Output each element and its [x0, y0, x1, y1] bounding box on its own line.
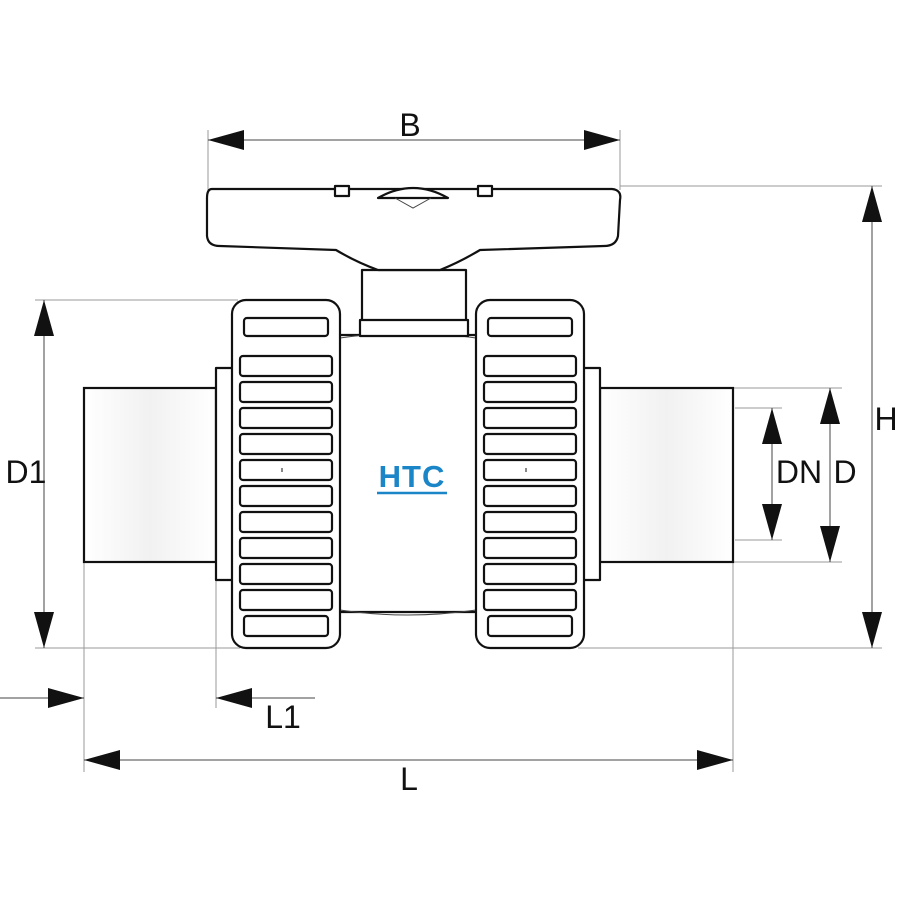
nut-rib [482, 406, 578, 430]
nut-rib [482, 458, 578, 482]
dimension-L1: L1 [0, 688, 315, 735]
nut-rib [482, 354, 578, 378]
label-H: H [874, 401, 897, 437]
dimension-D1: D1 [6, 300, 54, 648]
nut-rib [238, 432, 334, 456]
label-DN: DN [776, 454, 822, 490]
nut-rib [482, 380, 578, 404]
right-pipe-end [576, 366, 735, 582]
nut-rib [238, 458, 334, 482]
nut-rib [238, 536, 334, 560]
left-pipe-end [82, 366, 240, 582]
label-L: L [400, 761, 418, 797]
nut-rib [238, 406, 334, 430]
dimension-H: H [862, 186, 898, 648]
nut-rib [482, 562, 578, 586]
dimension-B: B [208, 107, 620, 150]
brand-logo: HTC [377, 459, 447, 495]
left-union-nut [230, 298, 342, 650]
valve-stem [358, 268, 470, 338]
brand-text: HTC [379, 459, 446, 494]
label-B: B [399, 107, 420, 143]
dimension-DN: DN [762, 408, 822, 540]
nut-rib [482, 484, 578, 508]
extension-lines [35, 130, 882, 772]
nut-rib [482, 432, 578, 456]
nut-rib [486, 316, 574, 338]
nut-rib [238, 510, 334, 534]
dimension-D: D [820, 388, 857, 562]
nut-rib [238, 354, 334, 378]
nut-rib [238, 380, 334, 404]
nut-rib [238, 562, 334, 586]
nut-rib [242, 614, 330, 638]
nut-rib [238, 588, 334, 612]
label-L1: L1 [265, 699, 301, 735]
right-union-nut [474, 298, 586, 650]
nut-rib [482, 536, 578, 560]
nut-rib [482, 588, 578, 612]
label-D1: D1 [6, 454, 47, 490]
nut-rib [238, 484, 334, 508]
label-D: D [833, 454, 856, 490]
dimension-L: L [84, 750, 733, 797]
nut-rib [482, 510, 578, 534]
nut-rib [242, 316, 330, 338]
t-handle [205, 184, 622, 272]
nut-rib [486, 614, 574, 638]
